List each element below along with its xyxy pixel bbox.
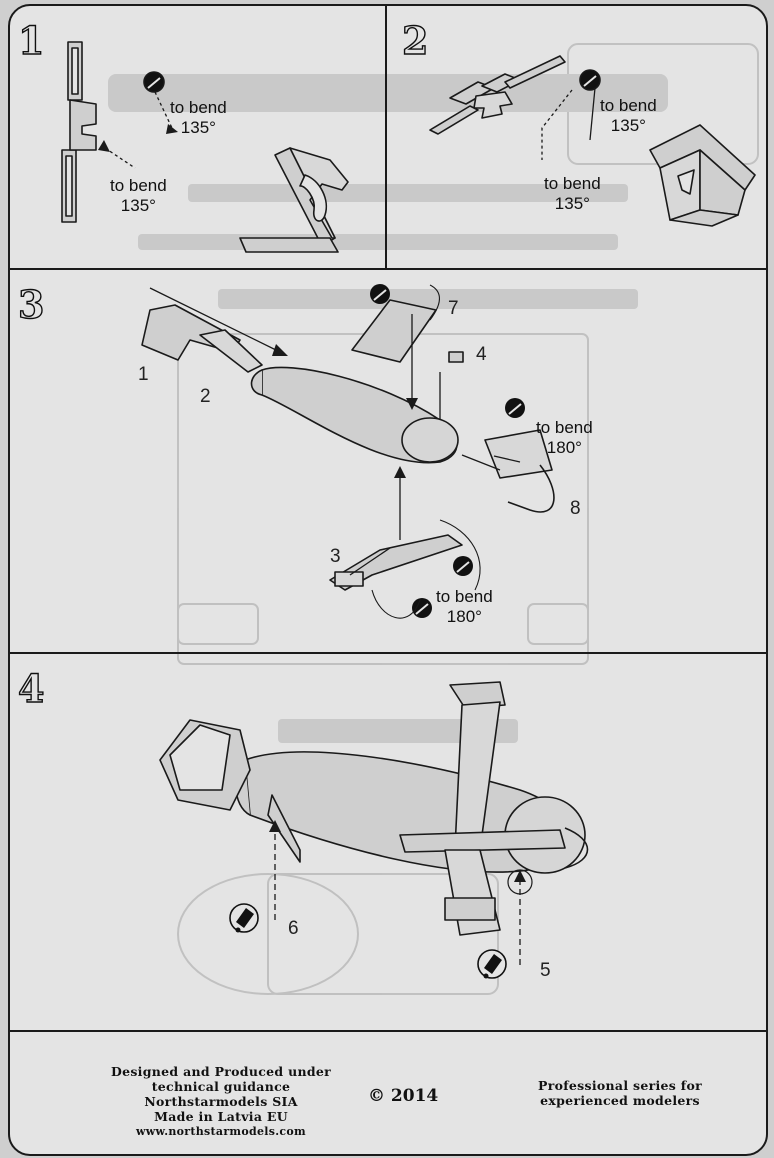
p4-bomb-body [235,751,586,874]
p3-small-tab [448,351,464,363]
credits-line: Northstarmodels SIA [144,1094,298,1109]
bend-icon [505,398,525,418]
bend-icon [579,69,601,91]
credits-line: Designed and Produced under [110,1064,332,1079]
p2-flat-part [429,55,566,135]
p2-bend-label-a: to bend 135° [600,96,657,135]
p1-bend-label-b: to bend 135° [110,176,167,215]
p4-part-number-5: 5 [540,960,551,981]
bend-icon [143,71,165,93]
footer-series: Professional series for experienced mode… [492,1078,748,1108]
p3-part-number-4: 4 [476,344,487,365]
credits-url: www.northstarmodels.com [136,1125,306,1138]
series-line: Professional series for [538,1078,702,1093]
divider-row-2 [8,652,766,654]
p3-part-number-1: 1 [138,364,149,385]
credits-line: Made in Latvia EU [154,1109,288,1124]
p1-folded-part [239,147,349,253]
p3-part-number-8: 8 [570,498,581,519]
bend-icon [370,284,390,304]
p3-bend-label-a: to bend 180° [536,418,593,457]
step-number-1: 1 [17,17,45,63]
p3-part-number-2: 2 [200,386,211,407]
p4-part-number-6: 6 [288,918,299,939]
p3-lower-bracket [329,534,463,591]
p3-part-number-3: 3 [330,546,341,567]
p3-bend-label-b: to bend 180° [436,587,493,626]
p1-flat-part [61,41,97,223]
bend-icon [412,598,432,618]
step-number-3: 3 [17,281,45,327]
series-line: experienced modelers [540,1093,700,1108]
glue-icon [477,949,507,979]
divider-row-3 [8,1030,766,1032]
footer-copyright: © 2014 [368,1086,439,1106]
divider-row-1 [8,268,766,270]
divider-col [385,6,387,270]
glue-icon [229,903,259,933]
p4-tail-fin [159,719,301,863]
p3-upper-bracket [351,299,437,363]
bend-icon [453,556,473,576]
p2-folded-part [649,124,756,227]
p3-part-number-7: 7 [448,298,459,319]
p4-attach-point [507,869,533,895]
p4-nose-ring [564,827,589,869]
credits-line: technical guidance [151,1079,291,1094]
p2-bend-label-b: to bend 135° [544,174,601,213]
p4-suspension-lug [399,681,566,936]
p3-nose-ring [484,429,555,513]
step-number-4: 4 [17,665,45,711]
p1-bend-label-a: to bend 135° [170,98,227,137]
p3-bomb-body [250,366,459,464]
p3-tail-fin [141,304,263,373]
step-number-2: 2 [401,17,429,63]
footer-credits: Designed and Produced under technical gu… [36,1064,406,1139]
